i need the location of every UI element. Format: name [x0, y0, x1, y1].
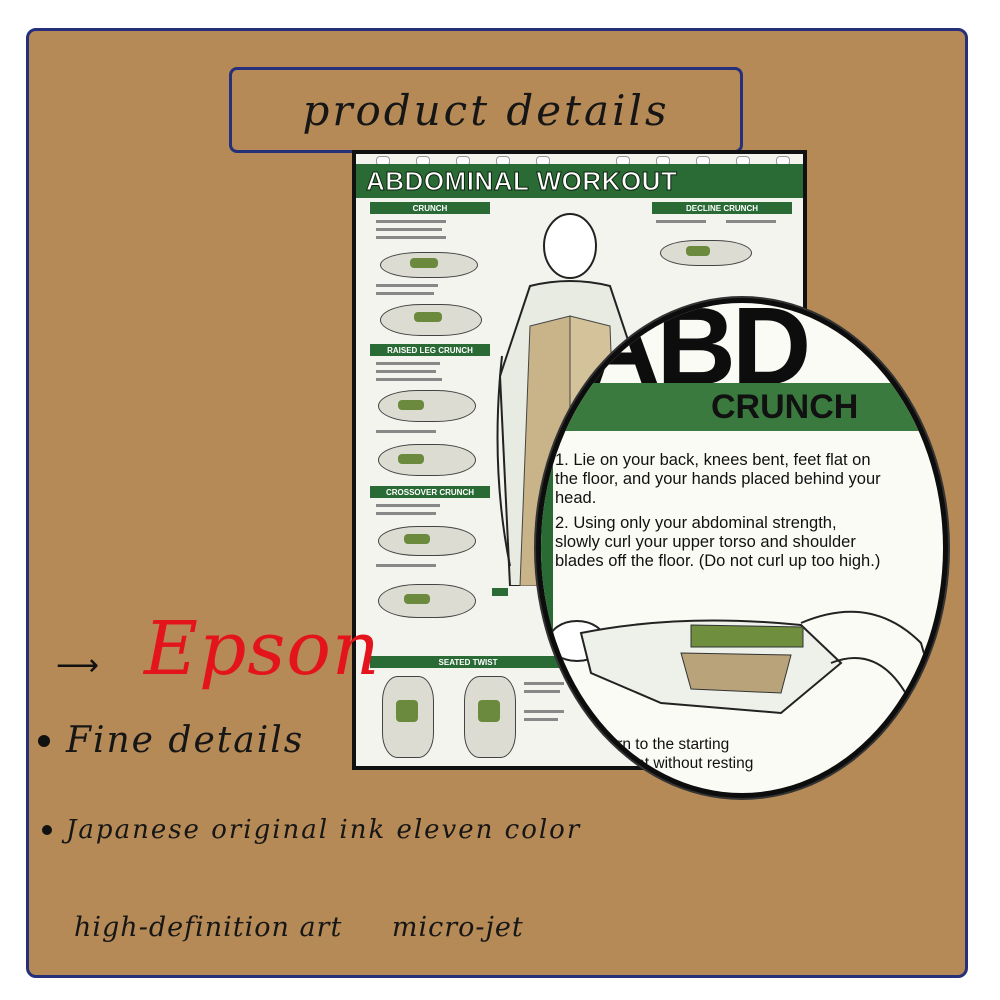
step-2: 2. Using only your abdominal strength, s… [555, 514, 881, 570]
crunch-steps: 1. Lie on your back, knees bent, feet fl… [555, 451, 885, 577]
return-instruction: ly return to the starting and repeat wit… [575, 736, 754, 772]
crunch-illustration [548, 610, 942, 715]
arrow-right-icon: ⟶ [56, 648, 100, 683]
poster-header: ABDOMINAL WORKOUT [356, 164, 803, 198]
section-crossover-crunch: CROSSOVER CRUNCH [370, 486, 490, 498]
section-raised-leg-crunch: RAISED LEG CRUNCH [370, 344, 490, 356]
bullet-icon [38, 734, 50, 747]
raised-leg-figure [378, 390, 476, 422]
bullet-icon [42, 825, 52, 835]
page-title: product details [302, 85, 670, 135]
step-1: 1. Lie on your back, knees bent, feet fl… [555, 451, 881, 507]
feature-fine-details: Fine details [38, 720, 304, 761]
crunch-heading-bar: CRUNCH [541, 383, 943, 431]
crossover-figure [378, 584, 476, 618]
crunch-heading: CRUNCH [711, 387, 859, 426]
footer-left: high-definition art [74, 912, 343, 943]
footer-line: high-definition art micro-jet [74, 912, 564, 943]
section-decline-crunch: DECLINE CRUNCH [652, 202, 792, 214]
section-seated-twist: SEATED TWIST [370, 656, 566, 668]
magnified-detail: ABD CRUNCH 1. Lie on your back, knees be… [536, 298, 948, 798]
section-crunch: CRUNCH [370, 202, 490, 214]
feature-ink: Japanese original ink eleven color [42, 815, 581, 845]
raised-leg-figure [378, 444, 476, 476]
title-box: product details [229, 67, 743, 153]
poster-title: ABDOMINAL WORKOUT [365, 165, 678, 196]
footer-right: micro-jet [391, 912, 524, 943]
brand-name: Epson [144, 606, 381, 692]
